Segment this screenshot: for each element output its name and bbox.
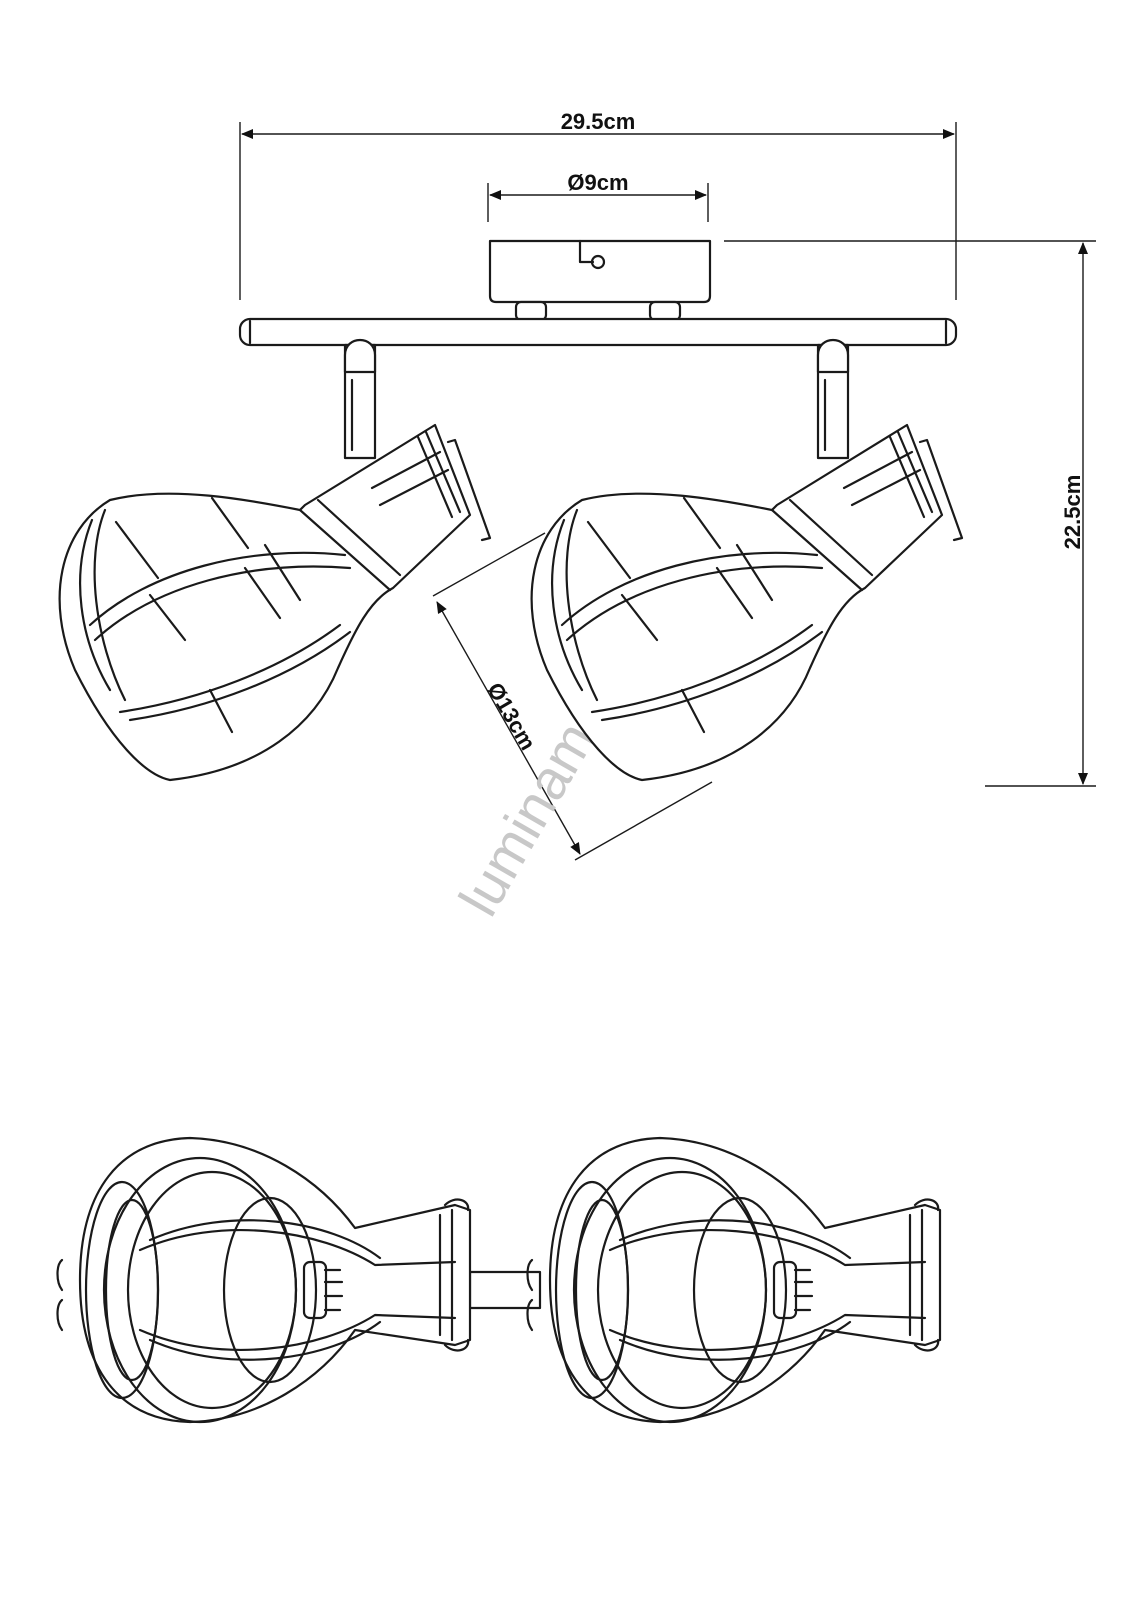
mounting-bar — [238, 317, 958, 347]
top-spot-right — [526, 1136, 942, 1424]
side-view — [58, 239, 964, 782]
shade-diameter-label: Ø13cm — [482, 678, 540, 754]
canopy-diameter-label: Ø9cm — [567, 170, 628, 195]
dimension-overall-width: 29.5cm — [239, 109, 957, 300]
spot-arm-left — [343, 339, 377, 460]
spot-head-right — [530, 423, 964, 782]
spot-arm-right — [816, 339, 850, 460]
ceiling-canopy — [488, 239, 712, 322]
overall-height-label: 22.5cm — [1060, 475, 1085, 550]
dimension-overall-height: 22.5cm — [724, 240, 1096, 787]
top-view — [56, 1136, 942, 1424]
top-spot-left — [56, 1136, 472, 1424]
spot-head-left — [58, 423, 492, 782]
overall-width-label: 29.5cm — [561, 109, 636, 134]
dimension-canopy-diameter: Ø9cm — [487, 170, 709, 222]
